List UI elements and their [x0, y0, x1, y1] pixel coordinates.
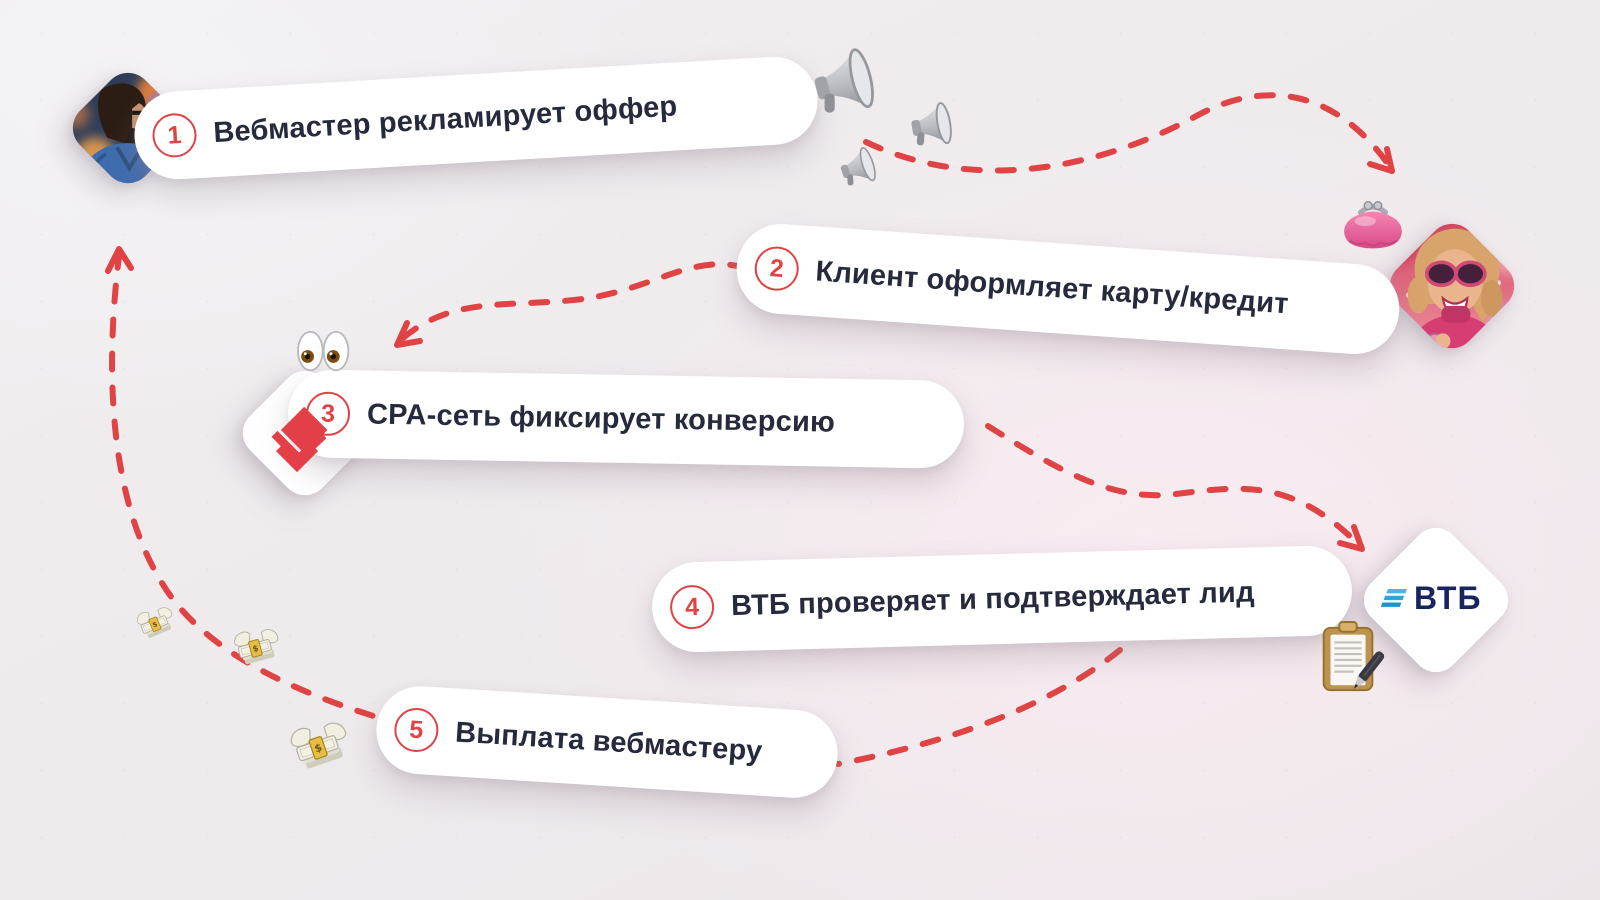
step-1-label: Вебмастер рекламирует оффер — [212, 89, 679, 149]
step-4-label: ВТБ проверяет и подтверждает лид — [730, 575, 1255, 622]
step-4-number: 4 — [669, 584, 715, 630]
svg-text:$: $ — [251, 643, 259, 654]
arrowhead-step4 — [1337, 524, 1365, 552]
step-2-number: 2 — [753, 245, 801, 293]
arrow-step1-to-step2 — [863, 92, 1391, 174]
step-5-label: Выплата вебмастеру — [454, 715, 764, 768]
arrowhead-step1 — [105, 246, 134, 274]
arrow-step3-to-step4 — [985, 423, 1361, 547]
money-wings-icon-small: $ — [136, 607, 173, 638]
step-2-label: Клиент оформляет карту/кредит — [814, 254, 1290, 320]
step-3-pill: 3 CPA-сеть фиксирует конверсию — [287, 369, 965, 469]
step-5-number: 5 — [393, 706, 440, 754]
arrowhead-step2 — [1367, 146, 1395, 174]
megaphone-icon-medium — [911, 102, 952, 146]
vtb-logo: ВТБ — [1380, 576, 1481, 620]
vtb-stripes-icon — [1380, 588, 1407, 607]
arrow-step5-to-step1 — [109, 253, 441, 737]
svg-text:$: $ — [313, 742, 324, 756]
megaphone-icon-large — [814, 48, 874, 113]
arrowhead-step3 — [394, 320, 423, 348]
step-1-number: 1 — [151, 112, 198, 159]
clipboard-pen-icon — [1322, 620, 1385, 692]
megaphone-icon-small — [840, 147, 876, 186]
cpa-logo-mark — [271, 406, 328, 473]
step-3-label: CPA-сеть фиксирует конверсию — [366, 397, 836, 439]
money-wings-icon-medium: $ — [234, 629, 279, 665]
money-wings-icon-large: $ — [290, 722, 347, 769]
arrow-step4-to-step5 — [835, 647, 1123, 767]
eyes-icon — [297, 330, 350, 372]
cpa-network-logo — [268, 404, 330, 478]
step-4-pill: 4 ВТБ проверяет и подтверждает лид — [650, 544, 1354, 654]
svg-text:$: $ — [151, 620, 159, 629]
purse-icon — [1344, 200, 1402, 249]
vtb-wordmark: ВТБ — [1414, 580, 1482, 616]
arrow-step2-to-step3 — [400, 261, 749, 341]
